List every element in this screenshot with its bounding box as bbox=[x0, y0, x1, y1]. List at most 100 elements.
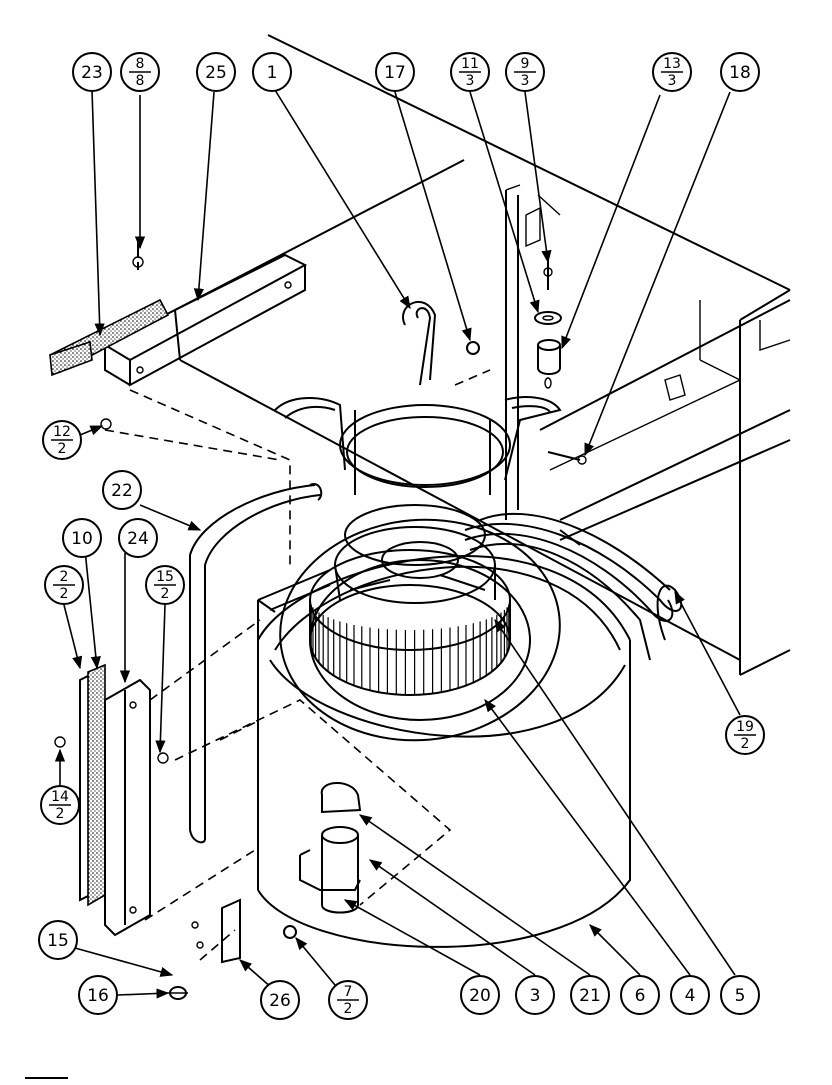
callout-18: 18 bbox=[720, 52, 760, 92]
callout-label: 20 bbox=[469, 986, 491, 1006]
callout-13-3: 133 bbox=[652, 52, 692, 92]
callout-circle bbox=[62, 518, 102, 558]
callout-label: 6 bbox=[635, 986, 646, 1006]
callout-label: 24 bbox=[127, 529, 149, 549]
callout-circle bbox=[260, 980, 300, 1020]
callout-numerator: 9 bbox=[521, 56, 530, 72]
callout-denominator: 8 bbox=[136, 73, 145, 89]
callout-22: 22 bbox=[102, 470, 142, 510]
callout-denominator: 2 bbox=[60, 586, 69, 602]
callout-15-2: 152 bbox=[145, 565, 185, 605]
wiring-harness bbox=[464, 512, 683, 661]
callout-numerator: 13 bbox=[663, 56, 681, 72]
callout-denominator: 3 bbox=[521, 73, 530, 89]
callout-label: 18 bbox=[729, 63, 751, 83]
callout-3: 3 bbox=[515, 975, 555, 1015]
callout-2-2: 22 bbox=[44, 565, 84, 605]
callout-19-2: 192 bbox=[725, 715, 765, 755]
callout-denominator: 2 bbox=[58, 441, 67, 457]
callout-label: 22 bbox=[111, 481, 133, 501]
leader-lines bbox=[54, 89, 741, 999]
blower-housing bbox=[257, 518, 631, 948]
callout-label: 16 bbox=[87, 986, 109, 1006]
callout-11-3: 113 bbox=[450, 52, 490, 92]
callout-circle bbox=[78, 975, 118, 1015]
callout-circle bbox=[196, 52, 236, 92]
grommet-assembly bbox=[534, 255, 562, 389]
callout-circle bbox=[375, 52, 415, 92]
callout-denominator: 2 bbox=[741, 736, 750, 752]
mounting-bracket bbox=[102, 253, 308, 387]
callout-numerator: 8 bbox=[136, 56, 145, 72]
callout-circle bbox=[720, 52, 760, 92]
screw-7 bbox=[283, 925, 297, 939]
callout-25: 25 bbox=[196, 52, 236, 92]
callout-label: 1 bbox=[267, 63, 278, 83]
screw-8 bbox=[132, 240, 144, 270]
callout-5: 5 bbox=[720, 975, 760, 1015]
cutoff-plate bbox=[189, 483, 323, 844]
callout-label: 10 bbox=[71, 529, 93, 549]
callout-8-8: 88 bbox=[120, 52, 160, 92]
screw-18 bbox=[547, 451, 587, 465]
callout-label: 3 bbox=[530, 986, 541, 1006]
callout-circle bbox=[102, 470, 142, 510]
callout-label: 26 bbox=[269, 991, 291, 1011]
blower-wheel bbox=[309, 549, 511, 696]
screw-15a bbox=[157, 752, 169, 764]
callout-label: 21 bbox=[579, 986, 601, 1006]
callout-12-2: 122 bbox=[42, 420, 82, 460]
wheel-fins bbox=[309, 601, 511, 695]
callout-6: 6 bbox=[620, 975, 660, 1015]
callout-label: 23 bbox=[81, 63, 103, 83]
screw-12 bbox=[100, 418, 112, 430]
callout-circle bbox=[720, 975, 760, 1015]
callout-denominator: 2 bbox=[56, 806, 65, 822]
callout-numerator: 7 bbox=[344, 984, 353, 1000]
callout-circle bbox=[620, 975, 660, 1015]
callout-numerator: 14 bbox=[51, 789, 69, 805]
callout-denominator: 3 bbox=[466, 73, 475, 89]
gasket-strip bbox=[48, 298, 170, 377]
callout-4: 4 bbox=[670, 975, 710, 1015]
callout-10: 10 bbox=[62, 518, 102, 558]
callout-circle bbox=[515, 975, 555, 1015]
callout-circle bbox=[570, 975, 610, 1015]
side-brackets bbox=[79, 663, 151, 937]
screw-14 bbox=[54, 736, 66, 748]
callout-23: 23 bbox=[72, 52, 112, 92]
callout-circle bbox=[118, 518, 158, 558]
callout-circle bbox=[670, 975, 710, 1015]
cabinet-housing bbox=[174, 34, 791, 676]
callout-24: 24 bbox=[118, 518, 158, 558]
capacitor-assembly bbox=[299, 782, 362, 914]
callout-label: 15 bbox=[47, 931, 69, 951]
callout-denominator: 2 bbox=[161, 586, 170, 602]
callout-numerator: 2 bbox=[60, 569, 69, 585]
thermostat-16 bbox=[168, 986, 188, 1000]
callout-label: 4 bbox=[685, 986, 696, 1006]
callout-16: 16 bbox=[78, 975, 118, 1015]
callout-numerator: 12 bbox=[53, 424, 71, 440]
callout-14-2: 142 bbox=[40, 785, 80, 825]
callout-20: 20 bbox=[460, 975, 500, 1015]
callout-label: 5 bbox=[735, 986, 746, 1006]
bracket-26 bbox=[191, 898, 241, 964]
callout-circle bbox=[460, 975, 500, 1015]
callout-circle bbox=[38, 920, 78, 960]
callout-1: 1 bbox=[252, 52, 292, 92]
callout-9-3: 93 bbox=[505, 52, 545, 92]
callout-numerator: 19 bbox=[736, 719, 754, 735]
nut-17 bbox=[466, 341, 480, 355]
callout-label: 25 bbox=[205, 63, 227, 83]
callout-7-2: 72 bbox=[328, 980, 368, 1020]
motor-mount-ring bbox=[274, 300, 562, 495]
callout-26: 26 bbox=[260, 980, 300, 1020]
callout-denominator: 3 bbox=[668, 73, 677, 89]
callout-15: 15 bbox=[38, 920, 78, 960]
callout-circle bbox=[252, 52, 292, 92]
callout-17: 17 bbox=[375, 52, 415, 92]
